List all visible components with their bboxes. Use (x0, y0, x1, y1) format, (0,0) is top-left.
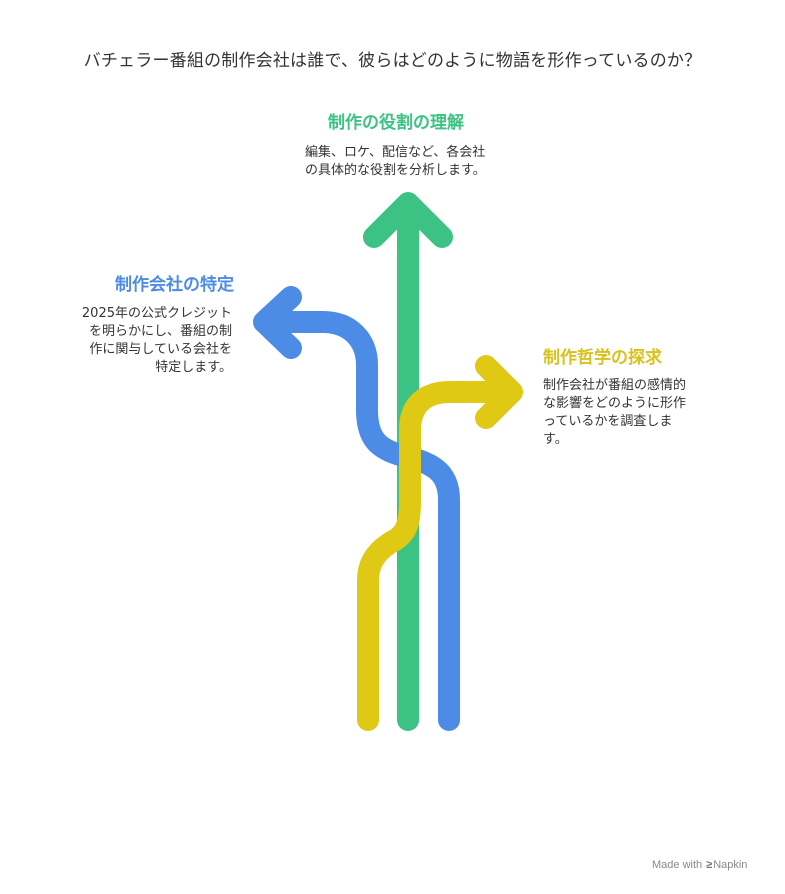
heading-production-roles: 制作の役割の理解 (328, 113, 464, 133)
blue-arrow (253, 286, 460, 731)
footer-prefix: Made with (652, 859, 703, 871)
diagram-title: バチェラー番組の制作会社は誰で、彼らはどのように物語を形作っているのか？ (83, 51, 702, 71)
heading-production-philosophy: 制作哲学の探求 (543, 348, 662, 368)
description-production-philosophy: 制作会社が番組の感情的 な影響をどのように形作 っているかを調査しま す。 (543, 378, 687, 447)
description-identify-companies: 2025年の公式クレジット を明らかにし、番組の制 作に関与している会社を 特定… (81, 306, 232, 375)
heading-identify-companies: 制作会社の特定 (115, 275, 234, 295)
yellow-arrow (357, 355, 523, 731)
description-production-roles: 編集、ロケ、配信など、各会社 の具体的な役割を分析します。 (305, 145, 486, 178)
footer-brand: Napkin (713, 859, 748, 871)
napkin-logo-icon: ≥ (706, 859, 713, 871)
made-with-napkin-footer: Made with≥Napkin (652, 859, 747, 871)
